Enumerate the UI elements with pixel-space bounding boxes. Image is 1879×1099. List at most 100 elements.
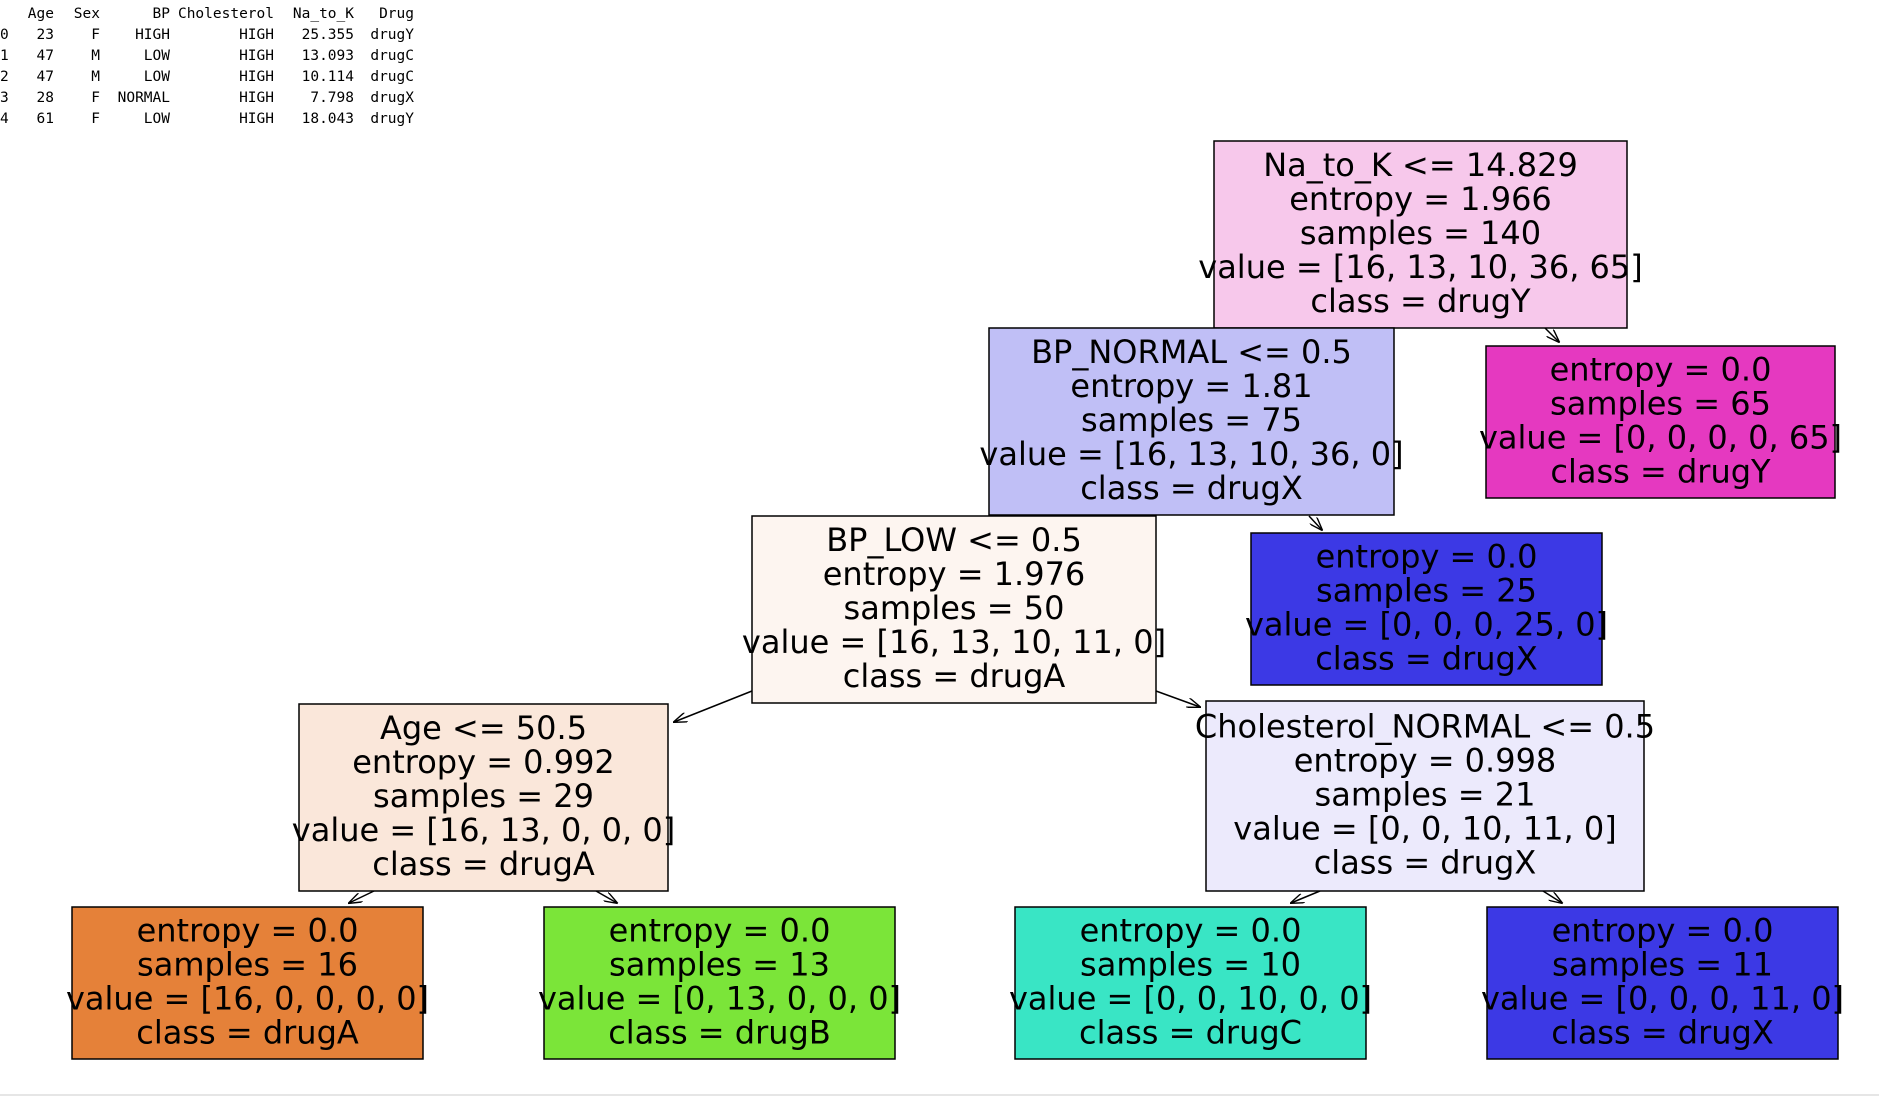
node-box (1486, 906, 1839, 1060)
table-cell: HIGH (239, 90, 274, 106)
table-cell: 25.355 (301, 27, 354, 43)
node-label-line: entropy = 0.0 (1552, 912, 1774, 950)
node-label-line: entropy = 0.0 (1550, 351, 1772, 389)
node-label-line: entropy = 0.0 (1316, 538, 1538, 576)
node-label-line: samples = 50 (844, 589, 1065, 627)
node-label-line: entropy = 0.0 (609, 912, 831, 950)
node-label-line: class = drugA (843, 657, 1066, 695)
table-cell: 10.114 (301, 69, 354, 85)
node-label-line: class = drugY (1310, 282, 1531, 320)
node-label-line: samples = 140 (1300, 214, 1541, 252)
table-cell: 0 (0, 27, 9, 43)
table-cell: 28 (36, 90, 54, 106)
table-cell: drugC (370, 48, 414, 64)
node-label-line: Cholesterol_NORMAL <= 0.5 (1195, 708, 1655, 746)
node-box (298, 703, 669, 892)
node-label-line: class = drugA (372, 845, 595, 883)
node-label-line: class = drugC (1079, 1014, 1302, 1052)
node-box (988, 327, 1395, 516)
node-label-line: value = [0, 0, 0, 0, 65] (1479, 419, 1842, 457)
node-label-line: entropy = 0.998 (1294, 742, 1557, 780)
column-header: Na_to_K (292, 6, 354, 22)
node-label-line: class = drugX (1551, 1014, 1774, 1052)
table-cell: drugY (370, 111, 414, 127)
node-label-line: value = [0, 0, 10, 11, 0] (1233, 810, 1616, 848)
table-cell: 7.798 (310, 90, 354, 106)
table-cell: HIGH (239, 69, 274, 85)
table-cell: HIGH (239, 111, 274, 127)
node-label-line: entropy = 0.992 (352, 743, 615, 781)
node-label-line: samples = 29 (373, 777, 594, 815)
table-cell: HIGH (239, 48, 274, 64)
table-cell: 2 (0, 69, 9, 85)
node-label-line: value = [16, 13, 0, 0, 0] (292, 811, 675, 849)
table-cell: drugY (370, 27, 414, 43)
node-label-line: entropy = 1.81 (1070, 367, 1312, 405)
table-cell: drugC (370, 69, 414, 85)
node-label-line: samples = 13 (609, 946, 830, 984)
edge-cholesterol-to-leaf-drugc (1291, 890, 1321, 903)
table-cell: 18.043 (301, 111, 354, 127)
node-label-line: entropy = 0.0 (1080, 912, 1302, 950)
node-label-line: BP_LOW <= 0.5 (826, 521, 1082, 559)
node-label-line: value = [0, 0, 0, 25, 0] (1245, 606, 1608, 644)
node-label-line: value = [16, 13, 10, 36, 0] (979, 435, 1403, 473)
table-cell: 1 (0, 48, 9, 64)
node-label-line: BP_NORMAL <= 0.5 (1031, 333, 1352, 371)
column-header: BP (152, 6, 170, 22)
node-box (543, 906, 896, 1060)
node-label-line: value = [0, 13, 0, 0, 0] (538, 980, 901, 1018)
node-label-line: samples = 10 (1080, 946, 1301, 984)
tree-edges (349, 327, 1562, 903)
table-cell: 23 (36, 27, 54, 43)
table-cell: LOW (143, 48, 170, 64)
node-box (1205, 700, 1645, 892)
node-label-line: samples = 25 (1316, 572, 1537, 610)
table-cell: 13.093 (301, 48, 354, 64)
node-label-line: Na_to_K <= 14.829 (1263, 146, 1578, 184)
node-label-line: entropy = 1.966 (1289, 180, 1552, 218)
node-box (1213, 140, 1628, 329)
node-label-line: class = drugY (1550, 453, 1771, 491)
node-label-line: samples = 16 (137, 946, 358, 984)
table-cell: NORMAL (117, 90, 170, 106)
node-box (1014, 906, 1367, 1060)
table-cell: drugX (370, 90, 414, 106)
node-label-line: samples = 65 (1550, 385, 1771, 423)
node-label-line: class = drugX (1314, 844, 1537, 882)
column-header: Cholesterol (177, 6, 274, 22)
table-cell: 4 (0, 111, 9, 127)
table-cell: M (91, 48, 100, 64)
node-label-line: value = [0, 0, 0, 11, 0] (1481, 980, 1844, 1018)
node-label-line: Age <= 50.5 (380, 709, 587, 747)
table-cell: 47 (36, 48, 54, 64)
table-cell: LOW (143, 69, 170, 85)
node-label-line: class = drugX (1080, 469, 1303, 507)
table-cell: HIGH (135, 27, 170, 43)
node-label-line: samples = 21 (1315, 776, 1536, 814)
table-cell: F (91, 27, 100, 43)
node-label-line: class = drugB (608, 1014, 831, 1052)
node-box (751, 515, 1157, 704)
node-label-line: samples = 11 (1552, 946, 1773, 984)
edge-bp-low-to-cholesterol (1155, 690, 1200, 707)
table-cell: M (91, 69, 100, 85)
edge-age-to-leaf-druga (349, 890, 375, 903)
